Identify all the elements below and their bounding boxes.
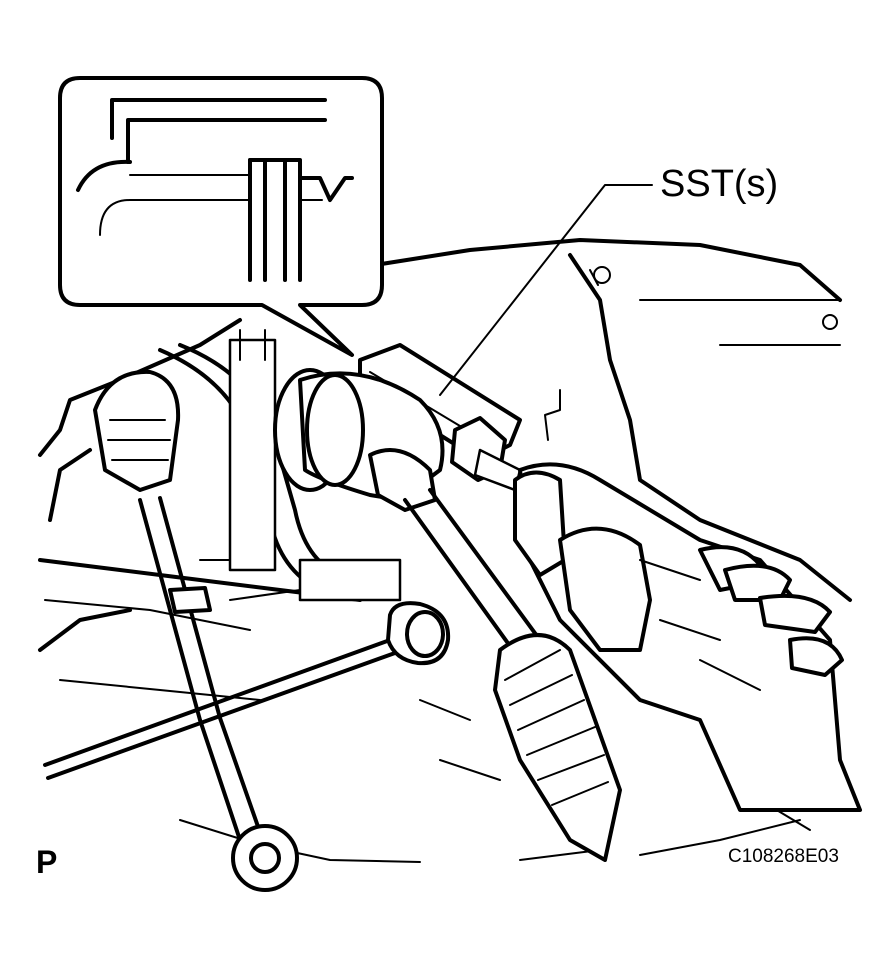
hose-left [93, 369, 299, 892]
sst-label: SST(s) [660, 163, 779, 205]
sst-leader-line [439, 184, 653, 396]
detail-callout [58, 76, 384, 357]
stabilizer-link-rod [43, 601, 451, 780]
position-marker: P [36, 844, 58, 880]
strut-assembly [158, 329, 402, 602]
drive-shaft [273, 368, 622, 862]
technician-hand [513, 462, 862, 812]
reference-code: C108268E03 [728, 846, 839, 867]
